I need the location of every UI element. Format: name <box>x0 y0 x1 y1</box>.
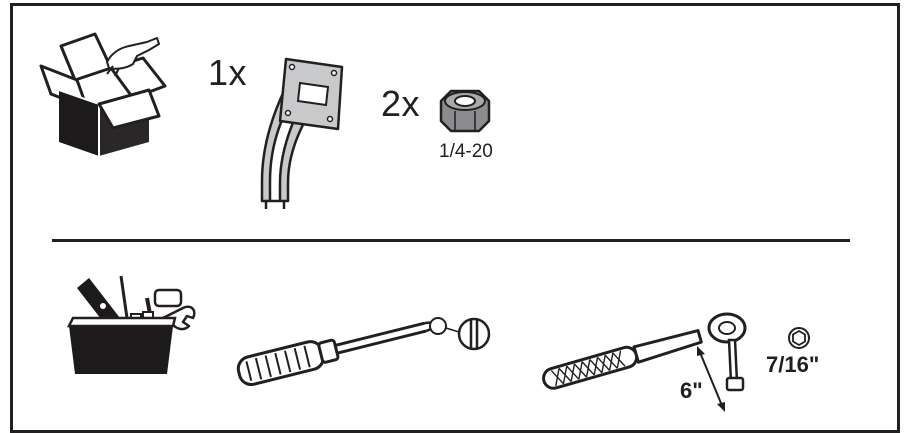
instruction-panel: 1x 2x 1/4-20 <box>10 3 900 433</box>
extension-length-dimension <box>697 346 725 412</box>
toolbox-icon <box>66 275 196 374</box>
section-divider <box>52 239 850 242</box>
nut-thread-spec: 1/4-20 <box>439 141 493 162</box>
mounting-bracket-icon <box>260 57 344 209</box>
extension-length-label: 6" <box>680 378 703 403</box>
hex-socket-size-icon <box>788 327 810 349</box>
flathead-screwdriver-icon <box>236 317 491 387</box>
parts-box-icon <box>39 32 167 156</box>
socket-size-label: 7/16" <box>766 352 820 377</box>
socket-wrench-icon <box>542 312 747 392</box>
nut-quantity: 2x <box>381 83 421 124</box>
bracket-quantity: 1x <box>208 52 248 93</box>
hex-nut-icon <box>439 89 491 133</box>
